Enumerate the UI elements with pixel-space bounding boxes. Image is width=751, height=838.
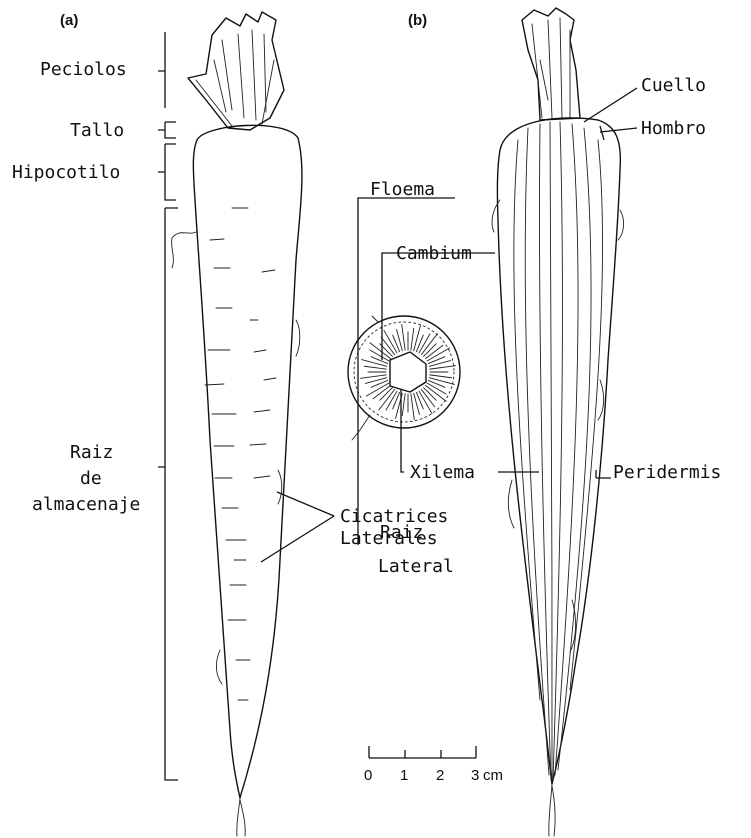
- cicatrices-leader: [261, 492, 334, 562]
- carrot-a-drawing: [172, 12, 302, 836]
- panel-label-a: (a): [60, 12, 78, 29]
- label-raiz-lateral-line2: Lateral: [378, 556, 454, 577]
- scale-tick-1: 1: [400, 767, 408, 784]
- scale-tick-2: 2: [436, 767, 444, 784]
- label-hombro: Hombro: [641, 118, 706, 139]
- left-brackets: [158, 32, 178, 780]
- label-raiz-almacenaje-line2: de: [80, 468, 102, 489]
- label-raiz-lateral-line1: Raiz: [380, 522, 423, 543]
- label-floema: Floema: [370, 179, 435, 200]
- scale-unit: cm: [483, 767, 503, 784]
- label-raiz-almacenaje-line3: almacenaje: [32, 494, 140, 515]
- label-peciolos: Peciolos: [40, 59, 127, 80]
- label-raiz-almacenaje-line1: Raiz: [70, 442, 113, 463]
- scale-tick-0: 0: [364, 767, 372, 784]
- label-xilema: Xilema: [410, 462, 475, 483]
- carrot-a-root: [193, 125, 302, 798]
- label-hipocotilo: Hipocotilo: [12, 162, 120, 183]
- label-cambium: Cambium: [396, 243, 472, 264]
- carrot-a-petioles: [188, 12, 284, 130]
- panel-label-b: (b): [408, 12, 427, 29]
- label-cuello: Cuello: [641, 75, 706, 96]
- label-tallo: Tallo: [70, 120, 124, 141]
- label-peridermis: Peridermis: [613, 462, 721, 483]
- cross-section: [348, 316, 460, 440]
- scale-tick-3: 3: [471, 767, 479, 784]
- scale-bar: 0 1 2 3 cm: [364, 746, 503, 784]
